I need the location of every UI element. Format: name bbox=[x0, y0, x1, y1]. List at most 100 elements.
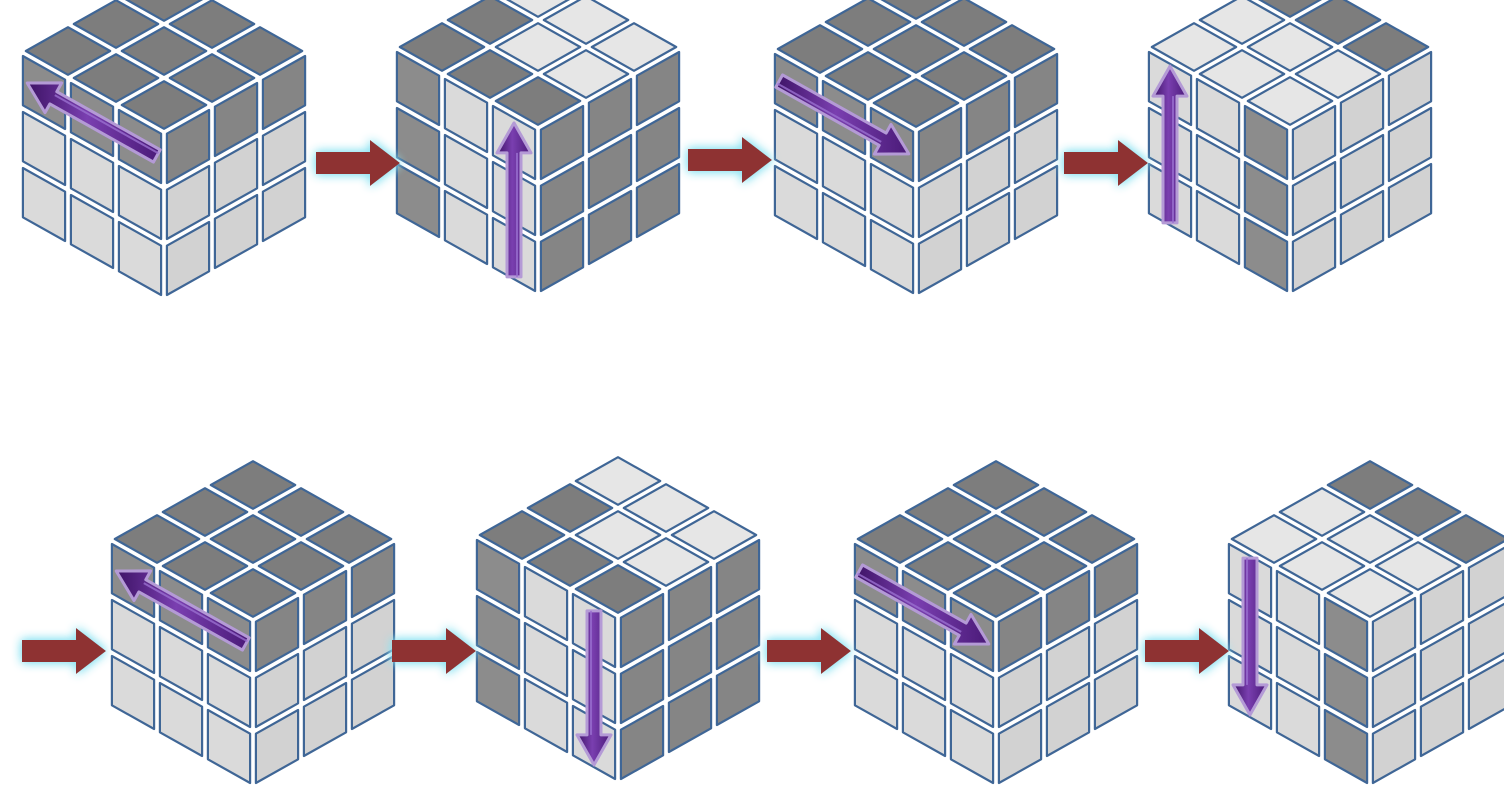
sticker bbox=[1045, 625, 1091, 702]
sticker bbox=[622, 537, 710, 587]
sticker bbox=[901, 681, 947, 758]
sticker bbox=[619, 704, 665, 781]
cube-2-1 bbox=[110, 460, 396, 785]
sticker bbox=[1230, 514, 1318, 564]
sticker bbox=[254, 708, 300, 785]
sticker bbox=[206, 652, 252, 729]
sticker bbox=[670, 510, 758, 560]
sticker bbox=[302, 681, 348, 758]
sticker bbox=[853, 654, 899, 731]
sticker bbox=[965, 79, 1011, 156]
sticker bbox=[1419, 681, 1465, 758]
cube-face-top bbox=[24, 0, 304, 130]
cube-face-left bbox=[853, 542, 995, 785]
sticker bbox=[587, 189, 633, 266]
sticker bbox=[302, 569, 348, 646]
sticker bbox=[494, 22, 582, 72]
sticker bbox=[587, 77, 633, 154]
sticker bbox=[1243, 104, 1289, 181]
sticker bbox=[110, 598, 156, 675]
sticker bbox=[523, 677, 569, 754]
sticker bbox=[110, 654, 156, 731]
sticker bbox=[997, 652, 1043, 729]
sticker bbox=[1198, 49, 1286, 99]
sticker bbox=[1246, 22, 1334, 72]
step-arrow-2-4 bbox=[1145, 628, 1229, 674]
sticker bbox=[72, 53, 160, 103]
sticker bbox=[69, 193, 115, 270]
sticker bbox=[113, 514, 201, 564]
sticker bbox=[257, 487, 345, 537]
sticker bbox=[475, 538, 521, 615]
sticker bbox=[257, 541, 345, 591]
sticker bbox=[667, 677, 713, 754]
cube-face-left bbox=[21, 54, 163, 297]
sticker bbox=[776, 24, 864, 74]
sticker bbox=[523, 621, 569, 698]
sticker bbox=[619, 648, 665, 725]
cube-face-right bbox=[997, 542, 1139, 785]
sticker bbox=[209, 568, 297, 618]
sticker bbox=[1275, 681, 1321, 758]
sticker bbox=[1093, 598, 1139, 675]
cube-face-top bbox=[478, 456, 758, 614]
move-arrows-layer bbox=[25, 64, 1269, 767]
sticker bbox=[1275, 625, 1321, 702]
sticker bbox=[443, 189, 489, 266]
sticker bbox=[261, 166, 307, 243]
sticker bbox=[1419, 625, 1465, 702]
cube-1-3 bbox=[773, 0, 1059, 295]
sticker bbox=[635, 50, 681, 127]
sticker bbox=[165, 164, 211, 241]
sticker bbox=[1195, 189, 1241, 266]
sticker bbox=[917, 162, 963, 239]
sticker bbox=[1294, 49, 1382, 99]
sticker bbox=[1326, 460, 1414, 510]
sticker bbox=[622, 483, 710, 533]
sticker bbox=[209, 460, 297, 510]
sticker bbox=[856, 514, 944, 564]
sticker bbox=[965, 135, 1011, 212]
cube-1-2 bbox=[395, 0, 681, 293]
sticker bbox=[1326, 568, 1414, 618]
sticker bbox=[952, 568, 1040, 618]
sticker bbox=[505, 0, 571, 18]
sticker bbox=[715, 594, 761, 671]
cube-face-top bbox=[113, 460, 393, 618]
cube-2-3 bbox=[853, 460, 1139, 785]
sticker bbox=[952, 460, 1040, 510]
sticker bbox=[587, 133, 633, 210]
sticker bbox=[1374, 487, 1462, 537]
sticker bbox=[1422, 514, 1504, 564]
sticker bbox=[872, 78, 960, 128]
cube-face-right bbox=[619, 538, 761, 781]
sticker bbox=[254, 596, 300, 673]
sticker bbox=[1093, 542, 1139, 619]
sticker bbox=[904, 541, 992, 591]
sticker bbox=[1150, 22, 1238, 72]
sticker bbox=[1198, 0, 1286, 45]
sticker bbox=[1371, 708, 1417, 785]
sticker bbox=[475, 594, 521, 671]
sticker bbox=[667, 565, 713, 642]
sticker bbox=[120, 26, 208, 76]
sticker bbox=[1013, 164, 1059, 241]
sticker bbox=[1275, 569, 1321, 646]
sticker bbox=[539, 104, 585, 181]
step-arrow-2-1 bbox=[22, 628, 106, 674]
sticker bbox=[209, 514, 297, 564]
sticker bbox=[261, 54, 307, 131]
step-arrow-1-2 bbox=[688, 137, 772, 183]
cube-face-top bbox=[398, 0, 678, 126]
sticker bbox=[254, 652, 300, 729]
sticker bbox=[478, 510, 566, 560]
sticker bbox=[1294, 0, 1382, 45]
arrow-down-icon bbox=[575, 609, 613, 767]
sticker bbox=[443, 133, 489, 210]
sticker bbox=[997, 596, 1043, 673]
sticker bbox=[213, 193, 259, 270]
sticker bbox=[574, 456, 662, 506]
cube-face-right bbox=[1371, 546, 1504, 785]
sticker bbox=[1371, 596, 1417, 673]
step-arrow-2-2 bbox=[392, 628, 476, 674]
